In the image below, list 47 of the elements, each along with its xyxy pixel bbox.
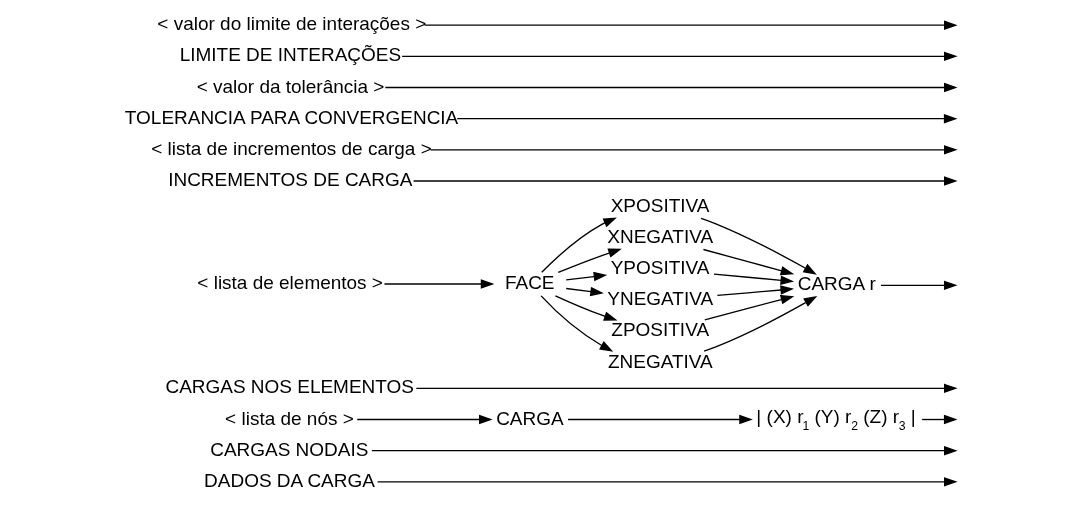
- arrow: [565, 286, 604, 297]
- node-text: CARGAS NOS ELEMENTOS: [165, 376, 414, 398]
- arrow: [400, 51, 958, 62]
- arrow: [540, 217, 617, 273]
- node-text: YPOSITIVA: [610, 257, 709, 279]
- arrow: [384, 82, 958, 93]
- arrow: [356, 414, 493, 425]
- node-text: TOLERANCIA PARA CONVERGENCIA: [124, 106, 458, 128]
- arrow: [702, 295, 817, 352]
- node-text: FACE: [504, 272, 555, 294]
- arrow: [699, 217, 817, 275]
- node-text: ZPOSITIVA: [610, 319, 709, 341]
- node-text: DADOS DA CARGA: [203, 469, 375, 491]
- node-text: INCREMENTOS DE CARGA: [167, 169, 412, 191]
- arrow: [376, 477, 958, 487]
- arrow: [456, 113, 957, 124]
- arrow: [539, 295, 613, 352]
- arrow: [879, 280, 958, 291]
- node-text: XNEGATIVA: [606, 225, 713, 247]
- arrow: [429, 145, 958, 155]
- node-text: LIMITE DE INTERAÇÕES: [179, 44, 401, 66]
- node-text: ZNEGATIVA: [607, 350, 713, 372]
- arrow: [565, 271, 607, 282]
- node-text: < lista de elementos >: [196, 272, 383, 294]
- node-text: < lista de incrementos de carga >: [150, 137, 432, 159]
- arrow: [566, 414, 753, 425]
- arrow: [557, 248, 622, 274]
- arrow: [370, 445, 958, 456]
- node-text: CARGA: [495, 407, 564, 429]
- node-text: XPOSITIVA: [610, 194, 709, 216]
- arrow: [703, 295, 794, 321]
- node-text: CARGAS NODAIS: [209, 438, 368, 460]
- node-text: CARGA r: [797, 273, 876, 295]
- arrow: [412, 176, 958, 186]
- arrow: [920, 414, 957, 425]
- arrow: [702, 248, 794, 276]
- arrow: [415, 383, 958, 394]
- node-text: < valor da tolerância >: [196, 75, 384, 97]
- node-text: < valor do limite de interações >: [156, 13, 426, 35]
- arrow: [423, 20, 958, 30]
- node-text: | (X) r$_{1}$ (Y) r$_{2}$ (Z) r$_{3}$ |: [755, 406, 916, 434]
- node-text: YNEGATIVA: [606, 288, 713, 310]
- arrow: [712, 273, 794, 285]
- arrow: [716, 285, 794, 297]
- node-text: < lista de nós >: [224, 407, 354, 429]
- arrow: [383, 279, 494, 289]
- arrow: [554, 295, 617, 321]
